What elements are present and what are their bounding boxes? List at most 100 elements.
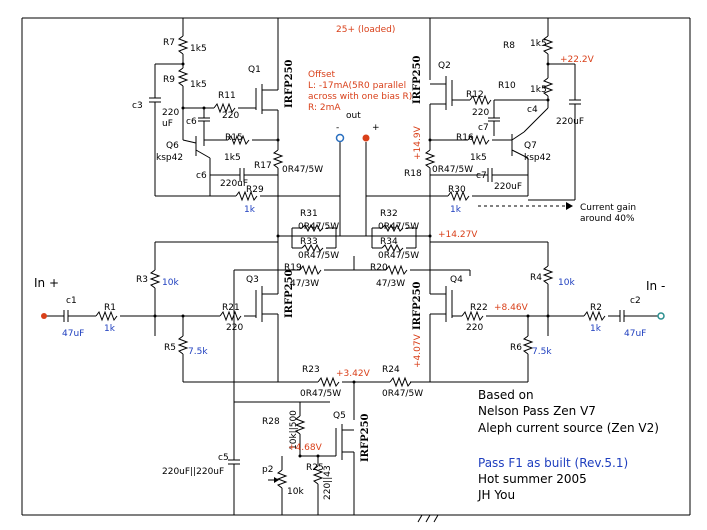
svg-text:R12: R12	[466, 90, 484, 100]
svg-text:Pass F1 as built (Rev.5.1): Pass F1 as built (Rev.5.1)	[478, 456, 628, 470]
svg-text:c6: c6	[186, 117, 197, 127]
svg-text:R31: R31	[300, 209, 318, 219]
svg-text:7.5k: 7.5k	[188, 347, 208, 357]
svg-text:R8: R8	[503, 41, 515, 51]
svg-text:220uF: 220uF	[494, 182, 522, 192]
svg-text:R1: R1	[104, 303, 116, 313]
current-source	[228, 376, 430, 515]
svg-text:10k: 10k	[287, 487, 304, 497]
svg-text:ksp42: ksp42	[524, 153, 551, 163]
svg-text:0R47/5W: 0R47/5W	[382, 389, 423, 399]
svg-text:R25: R25	[306, 463, 324, 473]
upper-right-stage	[366, 18, 581, 236]
svg-text:R19: R19	[284, 263, 302, 273]
svg-text:Q5: Q5	[333, 411, 346, 421]
svg-text:R18: R18	[404, 169, 422, 179]
svg-text:R34: R34	[380, 237, 398, 247]
svg-text:c5: c5	[218, 453, 229, 463]
svg-text:220||43: 220||43	[323, 465, 333, 500]
svg-text:Q4: Q4	[450, 275, 463, 285]
svg-text:-: -	[336, 123, 339, 133]
svg-text:Current gain: Current gain	[580, 203, 636, 213]
svg-text:1k5: 1k5	[530, 39, 547, 49]
svg-text:R16: R16	[456, 133, 474, 143]
svg-text:R4: R4	[530, 273, 542, 283]
svg-text:R6: R6	[510, 343, 522, 353]
svg-text:c1: c1	[66, 296, 77, 306]
svg-text:Hot summer 2005: Hot summer 2005	[478, 472, 587, 486]
svg-text:JH You: JH You	[477, 488, 515, 502]
svg-text:+22.2V: +22.2V	[560, 55, 595, 65]
svg-text:Q3: Q3	[246, 275, 259, 285]
svg-text:ksp42: ksp42	[156, 153, 183, 163]
svg-text:220uF: 220uF	[556, 117, 584, 127]
svg-text:1k5: 1k5	[530, 85, 547, 95]
svg-text:220uF: 220uF	[220, 179, 248, 189]
svg-text:R: 2mA: R: 2mA	[308, 103, 341, 113]
svg-text:220uF||220uF: 220uF||220uF	[162, 467, 224, 477]
svg-text:Q7: Q7	[524, 141, 537, 151]
svg-text:R11: R11	[218, 91, 236, 101]
svg-text:c7: c7	[476, 171, 487, 181]
svg-text:R32: R32	[380, 209, 398, 219]
svg-text:R28: R28	[262, 417, 280, 427]
svg-text:Q2: Q2	[438, 61, 451, 71]
svg-text:Aleph current source (Zen V2): Aleph current source (Zen V2)	[478, 421, 659, 435]
svg-text:0R47/5W: 0R47/5W	[282, 165, 323, 175]
svg-text:R22: R22	[470, 303, 488, 313]
supply-label: 25+ (loaded)	[336, 25, 395, 35]
svg-text:+4.68V: +4.68V	[288, 443, 323, 453]
svg-text:Nelson Pass Zen V7: Nelson Pass Zen V7	[478, 404, 596, 418]
svg-text:IRFP250: IRFP250	[284, 269, 295, 318]
svg-text:1k5: 1k5	[190, 80, 207, 90]
svg-text:R21: R21	[222, 303, 240, 313]
outer-frame	[21, 17, 691, 516]
svg-text:47uF: 47uF	[624, 329, 646, 339]
svg-text:47/3W: 47/3W	[376, 279, 405, 289]
svg-text:Q1: Q1	[248, 65, 261, 75]
svg-text:R5: R5	[164, 343, 176, 353]
middle-resistor-bank	[234, 223, 470, 276]
svg-text:Based on: Based on	[478, 388, 534, 402]
svg-text:10k: 10k	[558, 278, 575, 288]
svg-text:0R47/5W: 0R47/5W	[298, 251, 339, 261]
svg-text:+14.27V: +14.27V	[438, 230, 478, 240]
junction-dots	[153, 62, 550, 458]
svg-text:c4: c4	[527, 105, 538, 115]
svg-text:+4.07V: +4.07V	[413, 333, 423, 368]
svg-text:R24: R24	[382, 365, 400, 375]
svg-text:47/3W: 47/3W	[290, 279, 319, 289]
svg-text:R7: R7	[163, 38, 175, 48]
svg-text:c3: c3	[132, 101, 143, 111]
svg-text:220: 220	[162, 108, 179, 118]
svg-text:R9: R9	[163, 75, 175, 85]
svg-text:1k: 1k	[590, 324, 602, 334]
svg-text:R3: R3	[136, 275, 148, 285]
svg-text:c6: c6	[196, 171, 207, 181]
ground-symbol	[417, 514, 448, 523]
svg-text:IRFP250: IRFP250	[284, 59, 295, 108]
svg-text:around 40%: around 40%	[580, 214, 635, 224]
svg-text:+8.46V: +8.46V	[494, 303, 529, 313]
lower-left-input	[41, 241, 330, 403]
svg-text:+3.42V: +3.42V	[336, 369, 371, 379]
svg-text:220: 220	[466, 323, 483, 333]
svg-text:L: -17mA(5R0 parallel: L: -17mA(5R0 parallel	[308, 81, 406, 91]
svg-text:In -: In -	[646, 279, 665, 293]
svg-text:1k: 1k	[450, 205, 462, 215]
svg-text:+14.9V: +14.9V	[413, 125, 423, 160]
svg-text:0R47/5W: 0R47/5W	[378, 222, 419, 232]
svg-text:IRFP250: IRFP250	[412, 55, 423, 104]
svg-text:R30: R30	[448, 185, 466, 195]
svg-text:10k: 10k	[162, 278, 179, 288]
svg-text:1k5: 1k5	[190, 44, 207, 54]
svg-text:IRFP250: IRFP250	[360, 413, 371, 462]
svg-text:1k: 1k	[244, 205, 256, 215]
labels: 25+ (loaded) Offset L: -17mA(5R0 paralle…	[34, 25, 665, 502]
svg-text:1k5: 1k5	[470, 153, 487, 163]
svg-text:220: 220	[472, 108, 489, 118]
out-label: out	[346, 111, 361, 121]
svg-text:1k5: 1k5	[224, 153, 241, 163]
svg-text:R2: R2	[590, 303, 602, 313]
